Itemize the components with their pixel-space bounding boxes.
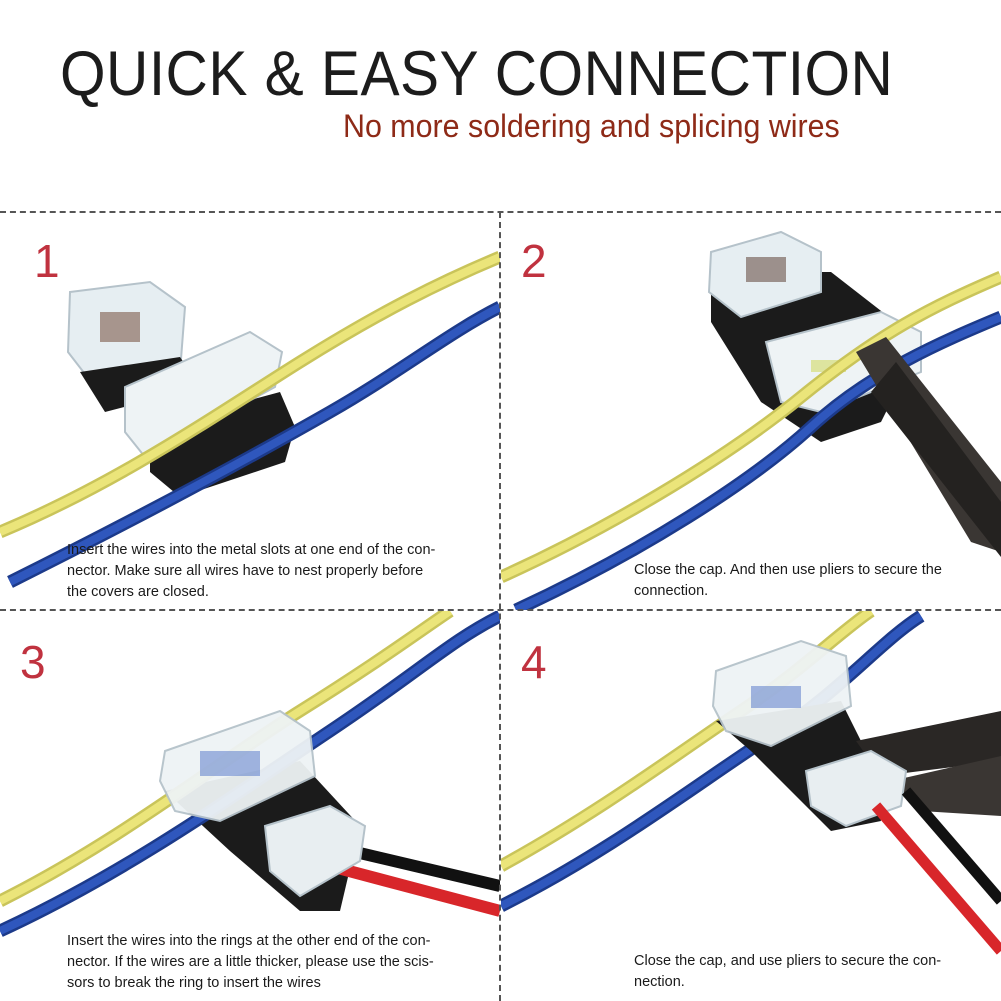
- step-caption: Insert the wires into the metal slots at…: [67, 542, 436, 600]
- divider-vertical: [499, 212, 501, 1001]
- step-3-panel: 3 Insert the wires into the rings at the…: [0, 611, 500, 1001]
- step-number: 4: [521, 636, 547, 688]
- step-number: 3: [20, 636, 46, 688]
- step-number: 2: [521, 235, 547, 287]
- step-caption: Insert the wires into the rings at the o…: [67, 933, 434, 991]
- step-4-panel: 4 Close the cap, and use pliers to secur…: [501, 611, 1001, 1001]
- step-caption: Close the cap, and use pliers to secure …: [634, 953, 942, 990]
- connector-branch-wires-illustration: [0, 611, 500, 937]
- connector-pliers-illustration: [501, 230, 1001, 610]
- step-caption: Close the cap. And then use pliers to se…: [634, 562, 942, 599]
- page-subtitle: No more soldering and splicing wires: [343, 108, 840, 144]
- connector-wires-illustration: [0, 251, 500, 588]
- step-2-panel: 2 Close the cap. And then use pliers to …: [501, 212, 1001, 610]
- step-1-panel: 1 Insert the wires into the metal slots …: [0, 212, 500, 610]
- step-number: 1: [34, 235, 60, 287]
- connector-branch-pliers-illustration: [501, 611, 1001, 955]
- page-title: QUICK & EASY CONNECTION: [60, 39, 894, 109]
